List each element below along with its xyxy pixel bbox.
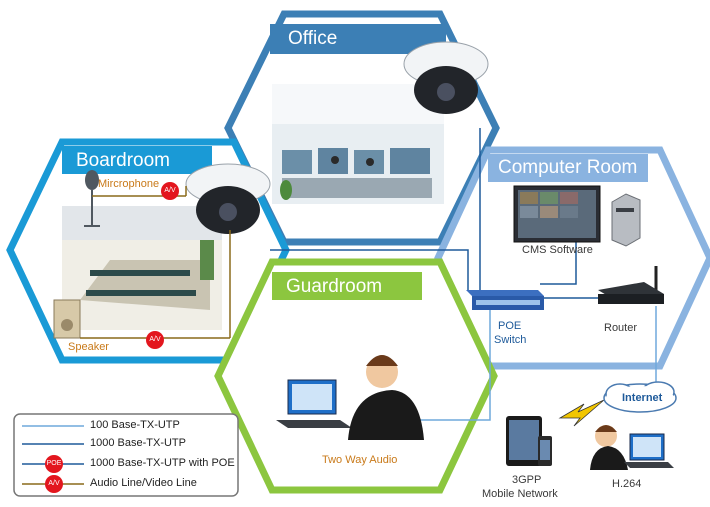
cms-software-label: CMS Software <box>522 244 593 256</box>
office-photo <box>272 84 444 204</box>
internet-cloud <box>603 381 677 413</box>
cms-monitor <box>513 185 601 243</box>
router-device <box>598 266 664 304</box>
boardroom-dome-camera <box>185 163 271 234</box>
legend-text-audio-video: Audio Line/Video Line <box>90 477 197 489</box>
guardroom-title: Guardroom <box>286 276 383 297</box>
speaker-label: Speaker <box>68 341 109 353</box>
boardroom-title-bar <box>62 146 212 174</box>
legend-text-1000-poe: 1000 Base-TX-UTP with POE <box>90 457 235 469</box>
guardroom-title-bar <box>272 272 422 300</box>
two-way-audio-label: Two Way Audio <box>322 454 398 466</box>
office-dome-camera <box>403 41 489 114</box>
lightning-icon <box>558 399 605 427</box>
router-label: Router <box>604 322 638 334</box>
boardroom-photo <box>62 206 222 330</box>
internet-label: Internet <box>622 392 663 404</box>
microphone-label: Mircrophone <box>98 178 160 190</box>
pc-tower <box>611 193 641 247</box>
poe-switch-label-line1: POE <box>498 320 522 332</box>
poe-switch-device <box>466 290 544 310</box>
computer-room-hexagon <box>434 146 710 370</box>
phone-device <box>538 436 552 466</box>
speaker-icon <box>53 299 81 339</box>
h264-label: H.264 <box>612 478 642 490</box>
legend-box <box>13 413 239 497</box>
guardroom-operator <box>276 355 424 440</box>
boardroom-av-badge-bottom: A/V <box>146 331 164 349</box>
legend-poe-badge: POE <box>45 455 63 473</box>
guardroom-hexagon <box>214 258 498 494</box>
mobile-label-line2: Mobile Network <box>482 488 558 500</box>
remote-operator <box>590 425 674 470</box>
boardroom-av-badge-top: A/V <box>161 182 179 200</box>
legend-text-100-base: 100 Base-TX-UTP <box>90 419 180 431</box>
boardroom-title: Boardroom <box>76 150 170 171</box>
computer-room-title-bar <box>488 154 648 182</box>
legend-text-1000-base: 1000 Base-TX-UTP <box>90 437 186 449</box>
office-title: Office <box>288 28 338 49</box>
legend-av-badge: A/V <box>45 475 63 493</box>
poe-switch-label-line2: Switch <box>494 334 527 346</box>
computer-room-title: Computer Room <box>498 157 638 178</box>
mobile-label-line1: 3GPP <box>512 474 542 486</box>
tablet-device <box>506 416 542 466</box>
